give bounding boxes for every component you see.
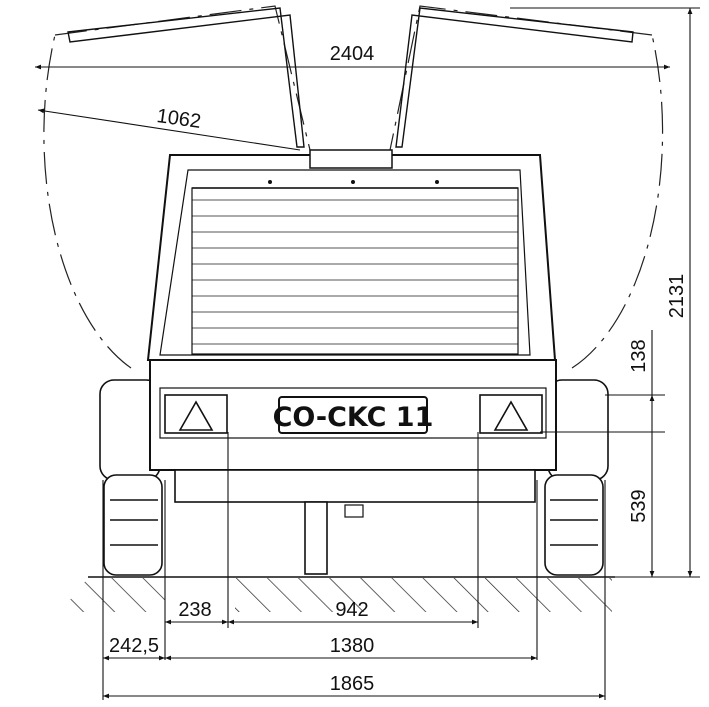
plate-text: CO-CKC 11 [273,402,434,433]
dim-lamp-spacing: 942 [335,599,368,621]
dim-wheel-to-lamp: 238 [178,599,211,621]
rear-bumper [149,359,557,575]
dim-overall-open-width: 2404 [330,43,375,65]
right-wheel [544,379,609,576]
left-lamp [164,394,228,434]
dim-bumper-height: 539 [628,489,650,522]
trailer-body [146,149,557,361]
open-doors [67,7,634,148]
dim-lamp-height: 138 [628,339,650,372]
right-lamp [479,394,543,434]
left-wheel [99,379,163,576]
dimension-lines [35,7,700,700]
ground [60,576,615,612]
dim-overall-width: 1865 [330,673,375,695]
dim-wheel-offset: 242,5 [109,635,159,657]
dim-track-width: 1380 [330,635,375,657]
license-plate: CO-CKC 11 [273,396,434,434]
dimension-labels: 2404 1062 2131 138 539 238 942 242,5 138… [109,43,688,695]
dim-overall-height: 2131 [666,274,688,319]
